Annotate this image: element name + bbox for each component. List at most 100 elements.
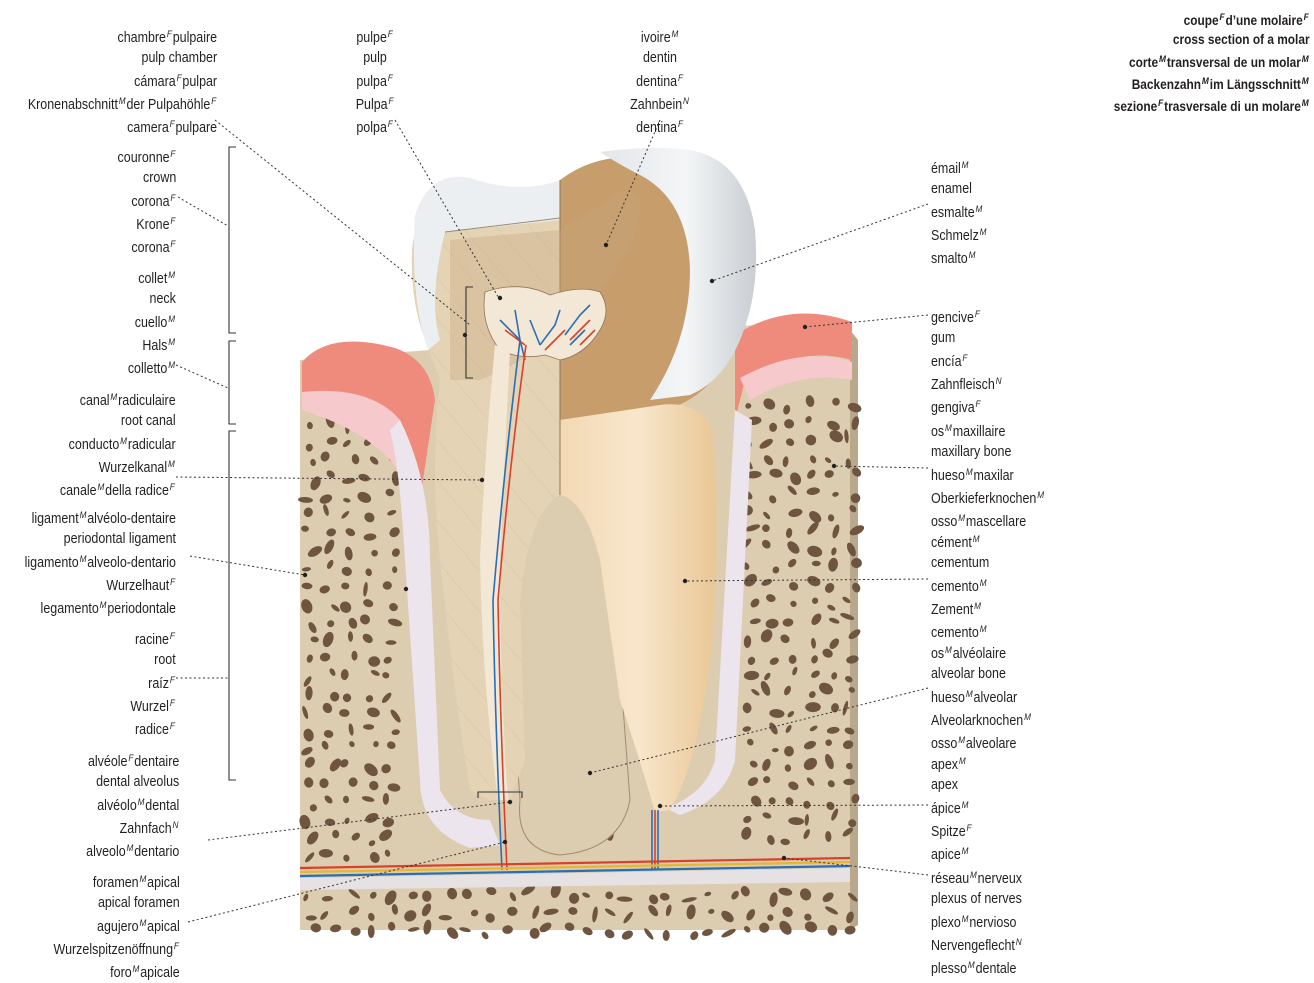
gender-marker: F — [967, 823, 972, 834]
plexus-of-nerves-line-2: plexoMnervioso — [931, 910, 1023, 933]
apex-line-0: apexM — [931, 752, 972, 775]
term-word: dentin — [643, 50, 677, 66]
enamel-line-1: enamel — [931, 179, 987, 199]
term-word: pulpaire — [173, 30, 217, 46]
term-word: corona — [131, 240, 169, 256]
term-word: mascellare — [966, 514, 1026, 530]
periodontal-ligament-line-1: periodontal ligament — [25, 529, 176, 549]
term-word: alveolare — [966, 736, 1017, 752]
root-line-0: racineF — [131, 627, 176, 650]
bone-hole — [805, 702, 821, 712]
cementum-line-0: cémentM — [931, 530, 989, 553]
term-word: cément — [931, 535, 972, 551]
gender-marker: F — [170, 149, 175, 160]
gender-marker: M — [1302, 54, 1309, 65]
dentin-line-2: dentinaF — [608, 69, 711, 92]
dentin-line-1: dentin — [608, 48, 711, 68]
term-word: ligamento — [25, 555, 79, 571]
term-word: sezione — [1114, 99, 1158, 114]
gender-marker: M — [168, 360, 175, 371]
label-plexus-of-nerves: réseauMnerveux plexus of nerves plexoMnerv… — [931, 866, 1023, 979]
gender-marker: F — [128, 753, 133, 764]
label-root-canal: canalMradiculaireroot canalconductoMradi… — [60, 388, 176, 501]
term-word: pulpa — [356, 74, 387, 90]
term-word: maxilar — [974, 468, 1014, 484]
label-apex: apexMapexápiceMSpitzeFapiceM — [931, 752, 972, 865]
term-word: radice — [135, 722, 169, 738]
term-word: Zahnfach — [119, 821, 171, 837]
term-word: corte — [1129, 55, 1158, 70]
term-word: enamel — [931, 181, 972, 197]
root-canal-line-4: canaleMdella radiceF — [60, 478, 176, 501]
apex-line-1: apex — [931, 775, 972, 795]
maxillary-bone-line-0: osMmaxillaire — [931, 419, 1045, 442]
term-word: dentaire — [134, 754, 179, 770]
maxillary-bone-line-2: huesoMmaxilar — [931, 463, 1045, 486]
term-word: canal — [80, 393, 110, 409]
gender-marker: F — [678, 73, 683, 84]
term-word: réseau — [931, 871, 969, 887]
pulp-chamber-line-1: pulp chamber — [28, 48, 217, 68]
term-word: conducto — [69, 437, 120, 453]
label-periodontal-ligament: ligamentMalvéolo-dentaireperiodontal lig… — [25, 506, 176, 619]
plexus-of-nerves-line-0: réseauMnerveux — [931, 866, 1023, 889]
term-word: apicale — [140, 965, 180, 981]
root-line-3: WurzelF — [131, 694, 176, 717]
term-word: della radice — [105, 483, 169, 499]
label-alveolar-bone: osMalvéolairealveolar bonehuesoMalveolar… — [931, 641, 1032, 754]
term-word: root — [155, 652, 177, 668]
pulp-line-3: PulpaF — [332, 92, 418, 115]
term-word: dentario — [134, 844, 179, 860]
dental-alveolus-line-3: ZahnfachN — [86, 816, 179, 839]
term-word: apex — [931, 757, 958, 773]
term-word: racine — [135, 632, 169, 648]
crown-line-3: KroneF — [117, 212, 176, 235]
gender-marker: M — [962, 800, 969, 811]
term-word: periodontale — [107, 601, 176, 617]
title-line-1: cross section of a molar — [1114, 30, 1310, 49]
term-word: smalto — [931, 251, 968, 267]
term-word: hueso — [931, 690, 965, 706]
label-pulp: pulpeFpulppulpaFPulpaFpolpaF — [332, 25, 418, 138]
gender-marker: M — [945, 645, 952, 656]
gender-marker: M — [974, 601, 981, 612]
crown-line-2: coronaF — [117, 189, 176, 212]
term-word: dentina — [636, 74, 677, 90]
term-word: pulpar — [182, 74, 217, 90]
gender-marker: M — [80, 554, 87, 565]
apical-foramen-line-0: foramenMapical — [54, 870, 180, 893]
term-word: coupe — [1184, 13, 1219, 28]
enamel-line-3: SchmelzM — [931, 223, 987, 246]
neck-line-4: collettoM — [128, 356, 176, 379]
gender-marker: F — [388, 119, 393, 130]
gum-line-4: gengivaF — [931, 395, 1002, 418]
term-word: Zahnbein — [630, 97, 682, 113]
term-word: alvéole — [88, 754, 128, 770]
label-apical-foramen: foramenMapicalapical foramenagujeroMapic… — [54, 870, 180, 983]
dentin-line-4: dentinaF — [608, 115, 711, 138]
maxillary-bone-line-1: maxillary bone — [931, 442, 1045, 462]
term-word: pulp chamber — [141, 50, 217, 66]
term-word: alvéolaire — [953, 646, 1006, 662]
gender-marker: F — [388, 29, 393, 40]
term-word: dental alveolus — [96, 774, 179, 790]
term-word: colletto — [128, 361, 168, 377]
label-neck: colletMneckcuelloMHalsMcollettoM — [128, 266, 176, 379]
gender-marker: M — [958, 735, 965, 746]
alveolar-bone-line-0: osMalvéolaire — [931, 641, 1032, 664]
pulp-chamber-line-3: KronenabschnittMder PulpahöhleF — [28, 92, 217, 115]
crown-line-1: crown — [117, 168, 176, 188]
gender-marker: F — [170, 193, 175, 204]
gender-marker: M — [969, 250, 976, 261]
term-word: cuello — [135, 315, 168, 331]
term-word: plexus of nerves — [931, 891, 1022, 907]
gum-line-0: genciveF — [931, 305, 1002, 328]
enamel-line-4: smaltoM — [931, 246, 987, 269]
term-word: ivoire — [641, 30, 671, 46]
gender-marker: F — [176, 73, 181, 84]
term-word: Kronenabschnitt — [28, 97, 118, 113]
term-word: neck — [150, 291, 176, 307]
